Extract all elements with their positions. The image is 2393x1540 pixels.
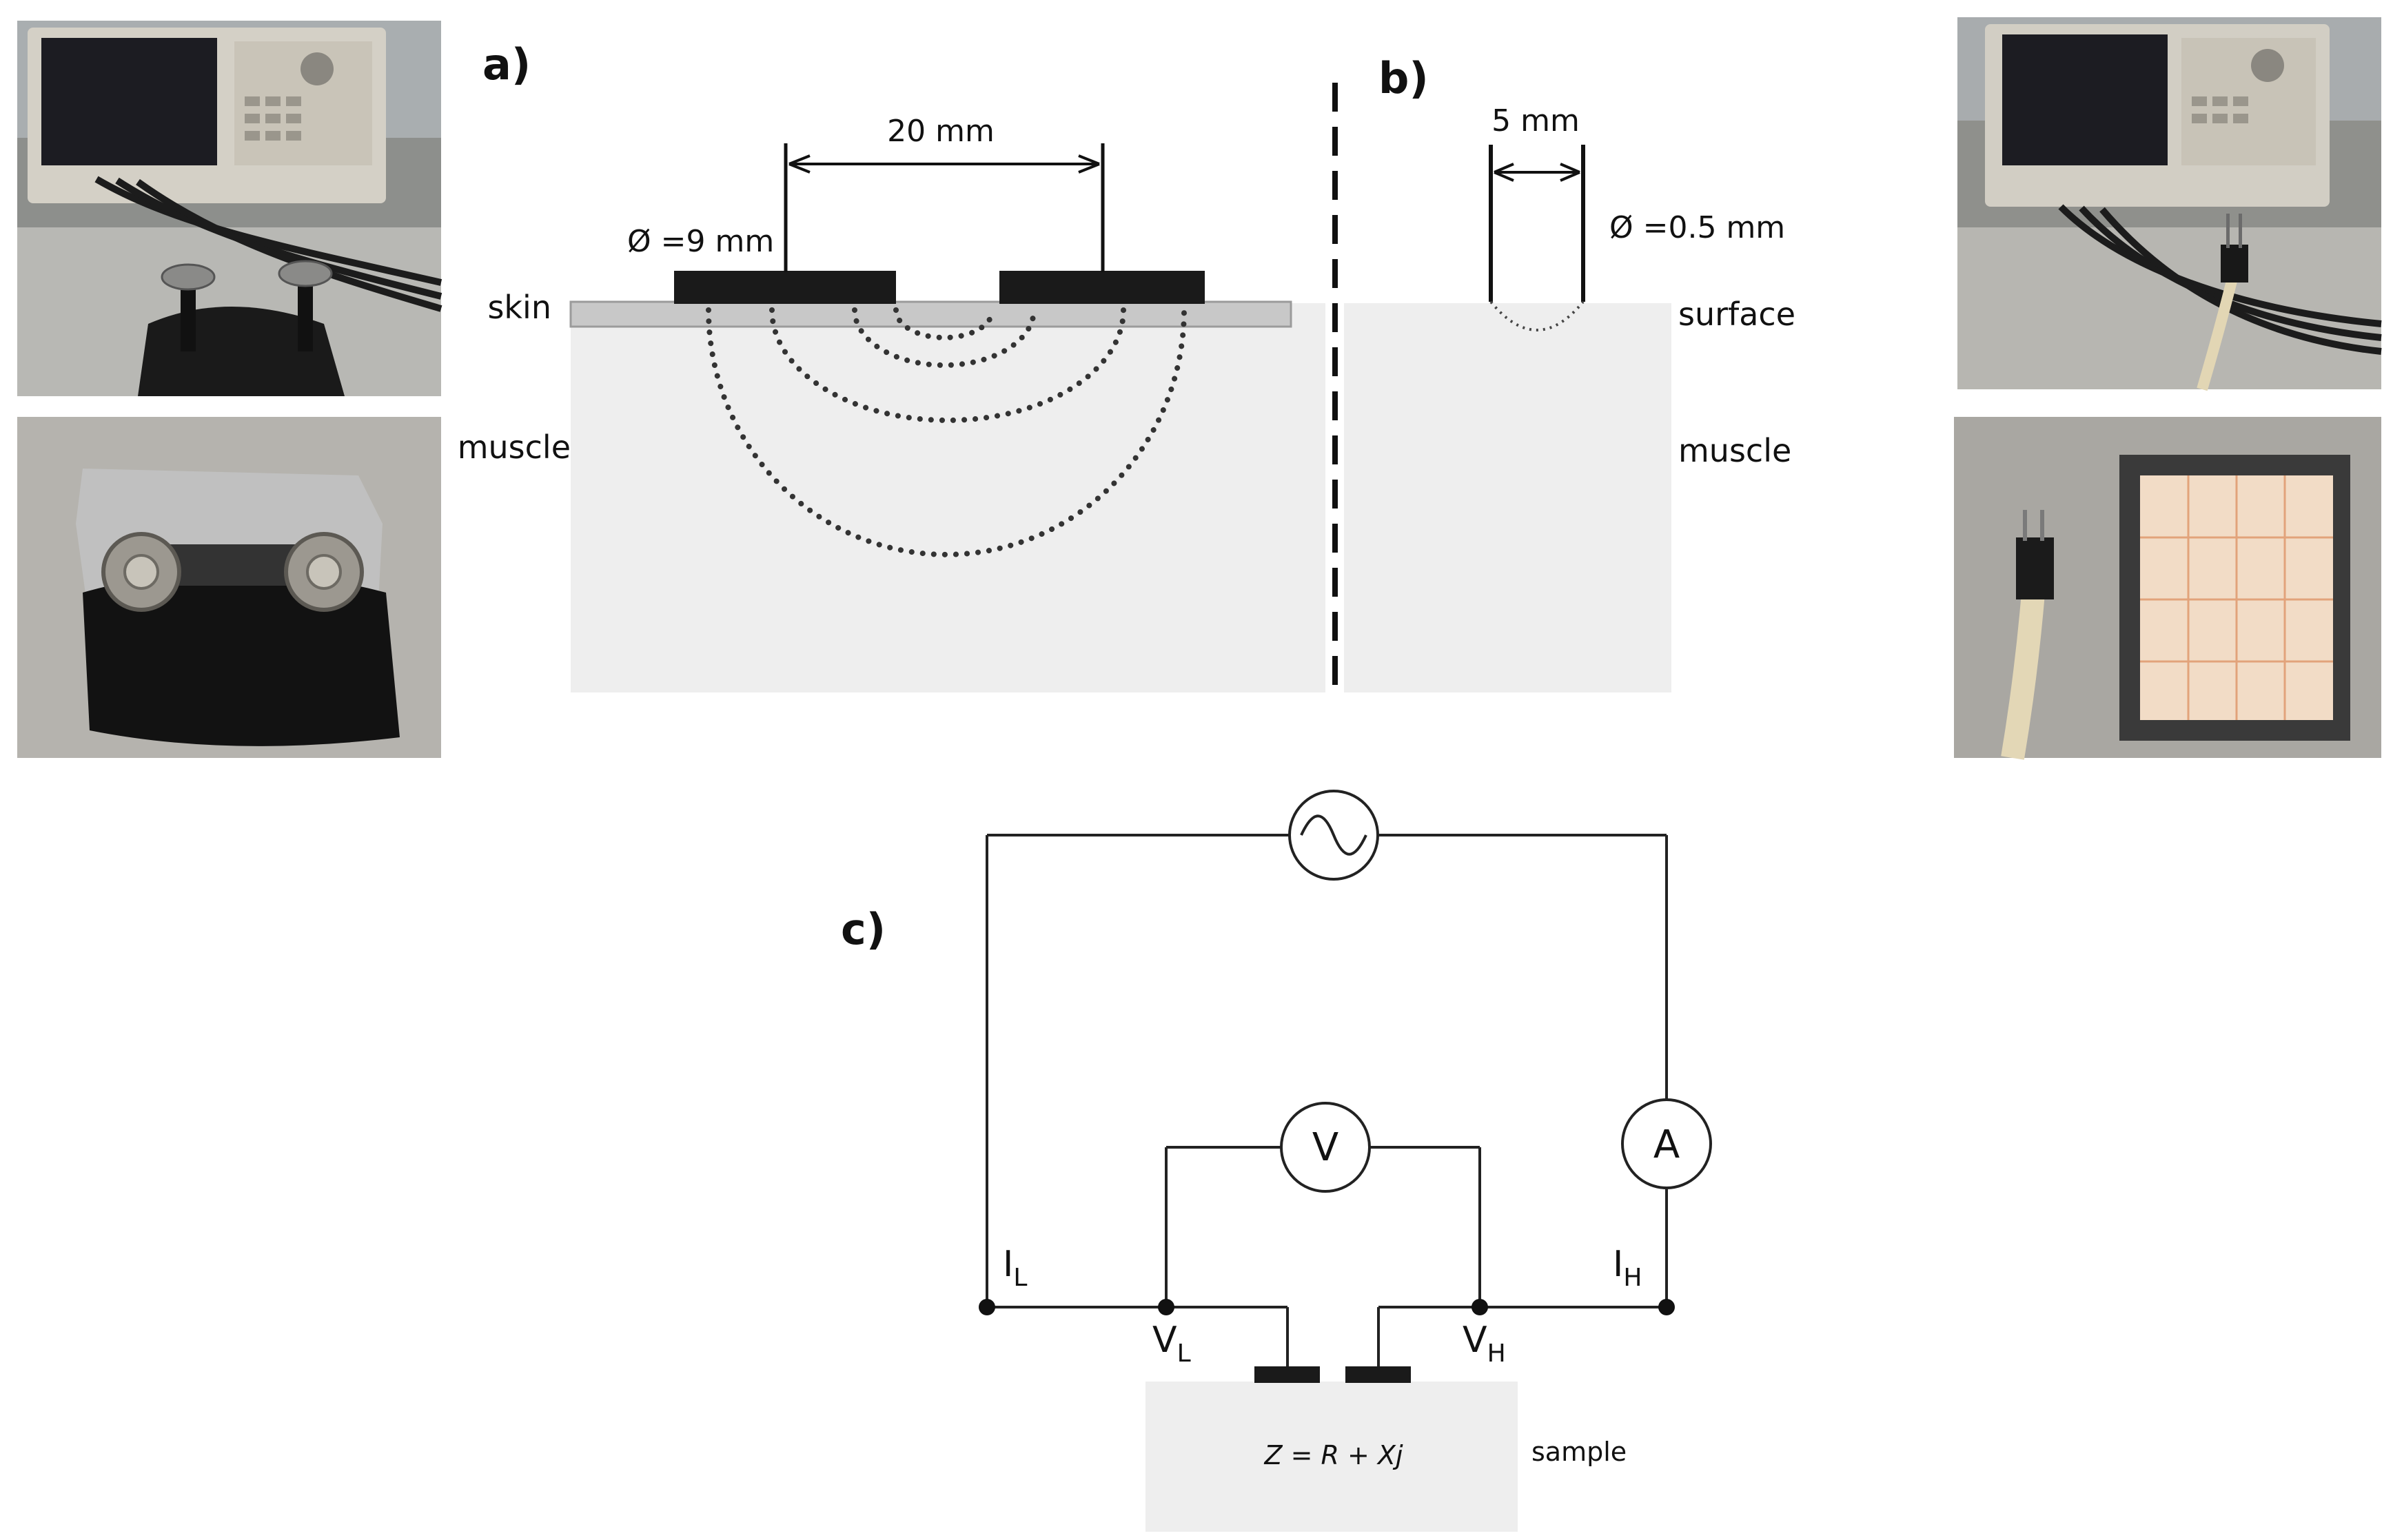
photo-large-electrode-pair-closeup — [17, 417, 441, 758]
spacing-label-a: 20 mm — [887, 114, 995, 149]
terminal-vh: VH — [1463, 1320, 1506, 1368]
ammeter: A — [1621, 1098, 1712, 1189]
surface-label: surface — [1678, 296, 1795, 333]
panel-b-label: b) — [1378, 53, 1429, 103]
sample-block — [1145, 1382, 1518, 1532]
diameter-label-b: Ø =0.5 mm — [1609, 210, 1785, 245]
voltmeter: V — [1280, 1102, 1371, 1193]
muscle-label-a: muscle — [458, 429, 571, 466]
diameter-label-a: Ø =9 mm — [627, 224, 774, 259]
electrode-left — [674, 271, 896, 304]
voltmeter-symbol: V — [1312, 1125, 1338, 1170]
muscle-block-a — [571, 303, 1325, 692]
impedance-formula: Z = R + Xj — [1263, 1440, 1403, 1470]
terminal-vl: VL — [1152, 1320, 1191, 1368]
panel-a-label: a) — [482, 39, 531, 90]
terminal-il: IL — [1003, 1244, 1027, 1292]
photo-impedance-analyzer-needle-probe — [1957, 17, 2382, 391]
field-lines — [706, 307, 1187, 557]
electrode-right — [999, 271, 1205, 304]
muscle-block-b — [1344, 303, 1671, 692]
spacing-label-b: 5 mm — [1491, 103, 1580, 138]
panel-c: c) V — [841, 790, 1712, 1532]
panel-a: a) 20 mm Ø =9 mm skin muscle — [458, 39, 1325, 692]
panel-b: b) 5 mm Ø =0.5 mm surface muscle — [1344, 53, 1795, 692]
photo-impedance-analyzer-large-electrodes — [17, 21, 442, 396]
panel-c-label: c) — [841, 904, 886, 954]
skin-layer — [569, 300, 1292, 328]
ammeter-symbol: A — [1653, 1122, 1680, 1167]
sample-electrode-right — [1345, 1366, 1411, 1383]
sample-label: sample — [1531, 1437, 1627, 1467]
ac-source-icon — [1288, 790, 1379, 881]
photo-needle-probe-and-sample — [1954, 417, 2381, 760]
terminal-ih: IH — [1613, 1244, 1642, 1292]
skin-label: skin — [487, 289, 551, 326]
sample-electrode-left — [1254, 1366, 1320, 1383]
muscle-label-b: muscle — [1678, 432, 1791, 469]
